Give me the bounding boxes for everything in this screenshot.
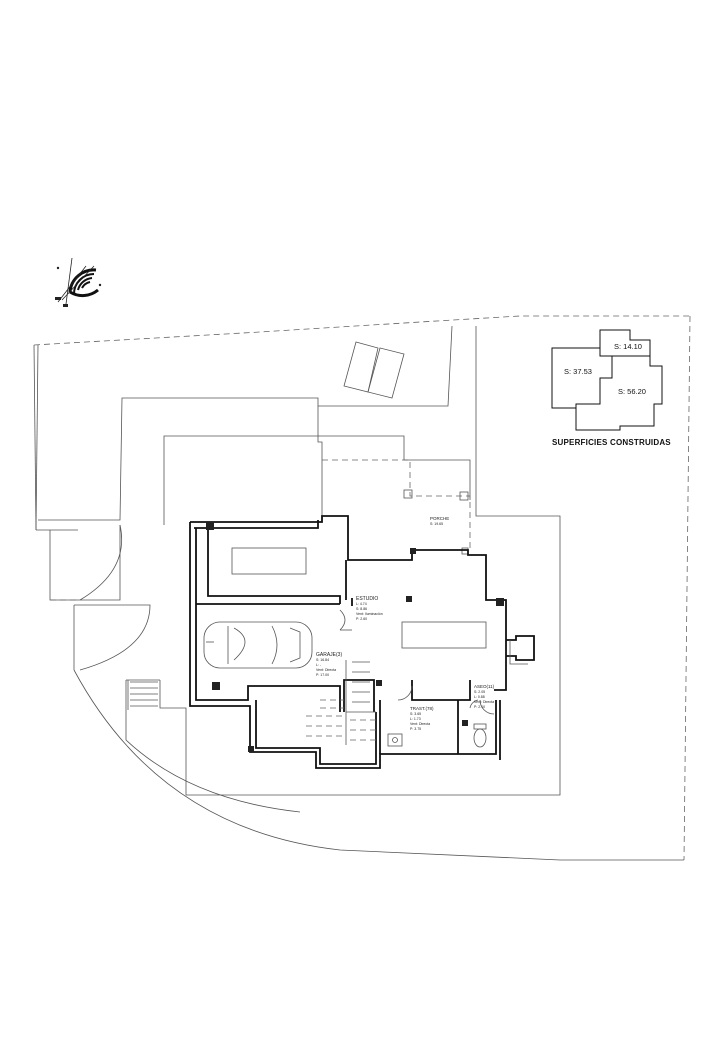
- areas-key: S: 14.10 S: 37.53 S: 56.20 SUPERFICIES C…: [551, 329, 671, 447]
- room-porche-detail: S: 19.65: [430, 522, 443, 526]
- room-aseo-line: Vent: Directa: [474, 700, 494, 704]
- room-trastero-line: L: 1.73: [410, 717, 421, 721]
- toilet-icon: [473, 723, 487, 748]
- stairs: [306, 660, 376, 745]
- room-estudio-line: L: 4.74: [356, 602, 367, 606]
- room-garaje-line: L: -: [316, 663, 322, 667]
- lower-left-steps: [127, 680, 158, 710]
- sink-icon: [387, 733, 403, 747]
- room-estudio-line: S: 8.86: [356, 607, 367, 611]
- area-label-56: S: 56.20: [618, 387, 646, 396]
- room-trastero-name: TRAST.(78): [410, 706, 434, 711]
- columns: [206, 522, 504, 752]
- room-estudio-line: P: 2.60: [356, 617, 367, 621]
- plot-boundary: [33, 315, 691, 861]
- car-icon: [203, 621, 313, 669]
- room-garaje-name: GARAJE(3): [316, 652, 342, 658]
- room-label-porche: PORCHE S: 19.65: [430, 516, 449, 526]
- room-garaje-line: S: 16.84: [316, 658, 329, 662]
- room-trastero-line: P: 3.75: [410, 727, 421, 731]
- north-arrow-icon: [55, 257, 102, 307]
- room-estudio-line: Vent: Iluminación: [356, 612, 383, 616]
- door-swings: [339, 609, 495, 715]
- area-label-14: S: 14.10: [614, 342, 642, 351]
- areas-key-title: SUPERFICIES CONSTRUIDAS: [552, 438, 671, 447]
- bay-window: [506, 635, 535, 665]
- room-aseo-line: P: 2.10: [474, 705, 485, 709]
- room-garaje-line: P: 17.00: [316, 673, 329, 677]
- room-garaje-line: Vent: Directa: [316, 668, 336, 672]
- building-walls: [189, 515, 507, 769]
- room-aseo-name: ASEO(11): [474, 684, 495, 689]
- room-aseo-line: S: 2.05: [474, 690, 485, 694]
- room-label-garaje: GARAJE(3) S: 16.84 L: - Vent: Directa P:…: [316, 652, 342, 677]
- room-label-trastero: TRAST.(78) S: 3.65 L: 1.73 Vent: Directa…: [410, 706, 434, 731]
- room-estudio-name: ESTUDIO: [356, 596, 378, 602]
- porch-area: [317, 406, 471, 555]
- site-outlines: [35, 325, 684, 861]
- room-aseo-line: L: 0.88: [474, 695, 485, 699]
- skylights: [231, 547, 487, 649]
- area-label-37: S: 37.53: [564, 367, 592, 376]
- room-label-estudio: ESTUDIO L: 4.74 S: 8.86 Vent: Iluminació…: [356, 596, 383, 621]
- room-trastero-line: Vent: Directa: [410, 722, 430, 726]
- room-trastero-line: S: 3.65: [410, 712, 421, 716]
- room-porche-name: PORCHE: [430, 516, 449, 521]
- solar-panels: [343, 341, 405, 399]
- room-label-aseo: ASEO(11) S: 2.05 L: 0.88 Vent: Directa P…: [474, 684, 495, 709]
